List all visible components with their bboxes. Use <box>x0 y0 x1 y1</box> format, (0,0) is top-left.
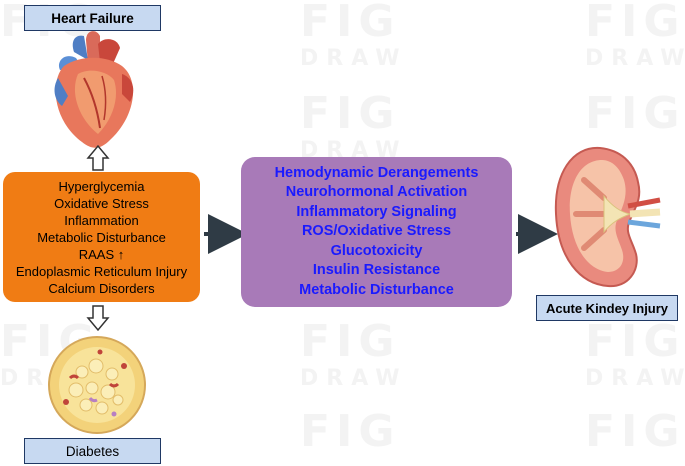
heart-icon <box>54 31 134 148</box>
risk-factor-item: Oxidative Stress <box>54 195 149 211</box>
watermark-fig: FIG <box>585 316 685 367</box>
risk-factor-item: Inflammation <box>64 212 139 228</box>
risk-factor-item: Metabolic Disturbance <box>37 229 166 245</box>
mechanism-item: ROS/Oxidative Stress <box>301 223 452 240</box>
adipose-tissue-icon <box>48 336 146 434</box>
watermark-draw: DRAW <box>300 46 408 71</box>
mechanism-item: Metabolic Disturbance <box>299 281 454 298</box>
risk-factors-box: Hyperglycemia Oxidative Stress Inflammat… <box>3 172 200 302</box>
watermark-fig: FIG <box>585 0 685 47</box>
watermark-draw: DRAW <box>585 46 685 71</box>
watermark-draw: DRAW <box>300 366 408 391</box>
mechanism-item: Insulin Resistance <box>312 262 441 279</box>
watermark-fig: FIG <box>585 88 685 139</box>
risk-factor-item: RAAS ↑ <box>78 246 125 262</box>
acute-kidney-injury-label: Acute Kindey Injury <box>536 295 678 321</box>
watermark-fig: FIG <box>300 406 401 457</box>
mechanism-item: Inflammatory Signaling <box>296 203 457 220</box>
watermark-fig: FIG <box>300 88 401 139</box>
mechanism-item: Glucotoxicity <box>330 242 423 259</box>
watermark-draw: DRAW <box>300 138 408 163</box>
watermark-fig: FIG <box>300 0 401 47</box>
mechanisms-box: Hemodynamic Derangements Neurohormonal A… <box>241 157 512 307</box>
up-arrow-icon <box>86 144 110 171</box>
risk-factor-item: Endoplasmic Reticulum Injury <box>15 263 188 279</box>
risk-factor-item: Hyperglycemia <box>58 178 145 194</box>
diabetes-label: Diabetes <box>24 438 161 464</box>
down-arrow-icon <box>86 305 110 332</box>
mechanism-item: Hemodynamic Derangements <box>274 164 479 181</box>
watermark-draw: DRAW <box>585 366 685 391</box>
watermark-fig: FIG <box>585 406 685 457</box>
heart-failure-label: Heart Failure <box>24 5 161 31</box>
watermark-fig: FIG <box>300 316 401 367</box>
risk-factor-item: Calcium Disorders <box>48 280 155 296</box>
mechanism-item: Neurohormonal Activation <box>285 184 468 201</box>
kidney-icon <box>554 146 661 288</box>
